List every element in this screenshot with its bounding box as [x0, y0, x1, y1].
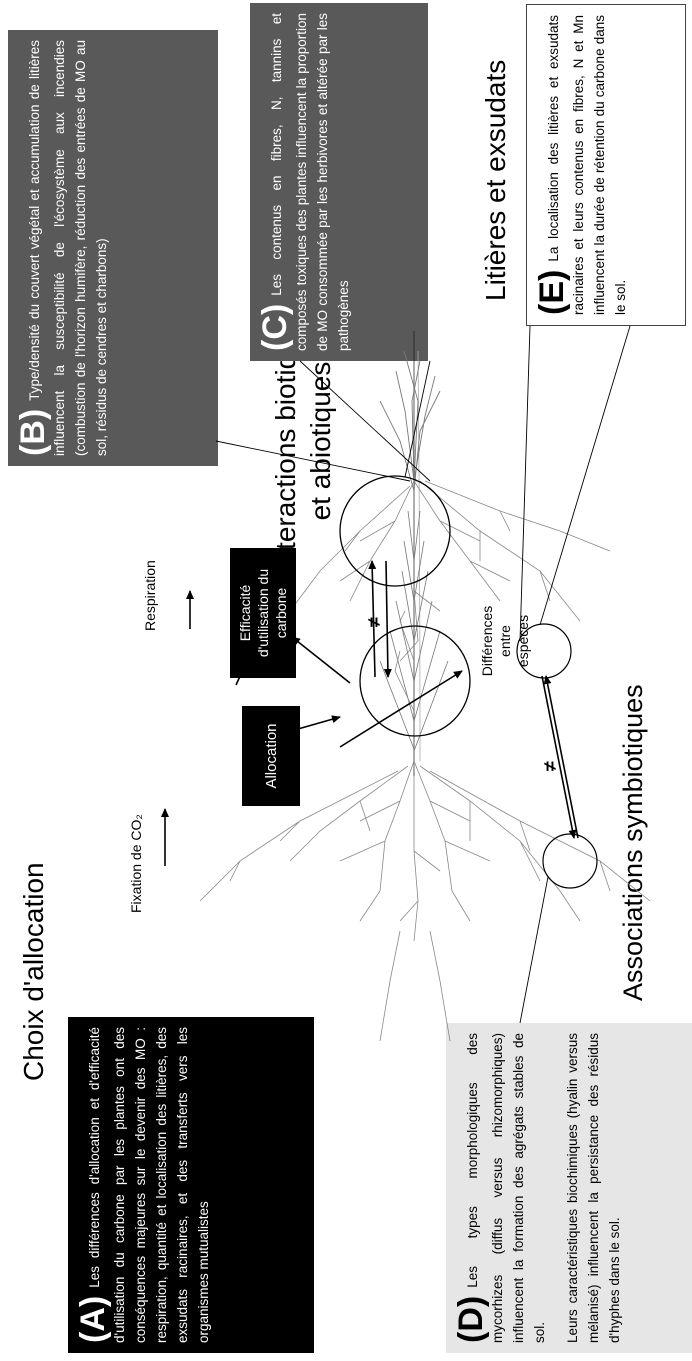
circle-conifer-root — [542, 833, 598, 889]
label-neq-stem: ≠ — [364, 617, 384, 627]
label-efficacite: Efficacité d'utilisation du carbone — [230, 548, 296, 678]
conifer-plant — [379, 350, 449, 771]
leader-lines — [215, 325, 631, 1024]
label-allocation: Allocation — [242, 706, 300, 806]
grass-plant — [379, 350, 441, 492]
label-neq-root: ≠ — [540, 761, 560, 771]
conifer-roots — [199, 760, 651, 1042]
label-differences-especes: Différences entre espèces — [479, 605, 532, 677]
circle-grass-stem — [339, 475, 451, 587]
label-respiration: Respiration — [142, 560, 158, 631]
grass-roots — [289, 480, 611, 662]
circle-conifer-stem — [359, 625, 471, 737]
label-fixation-co2: Fixation de CO₂ — [128, 814, 144, 913]
